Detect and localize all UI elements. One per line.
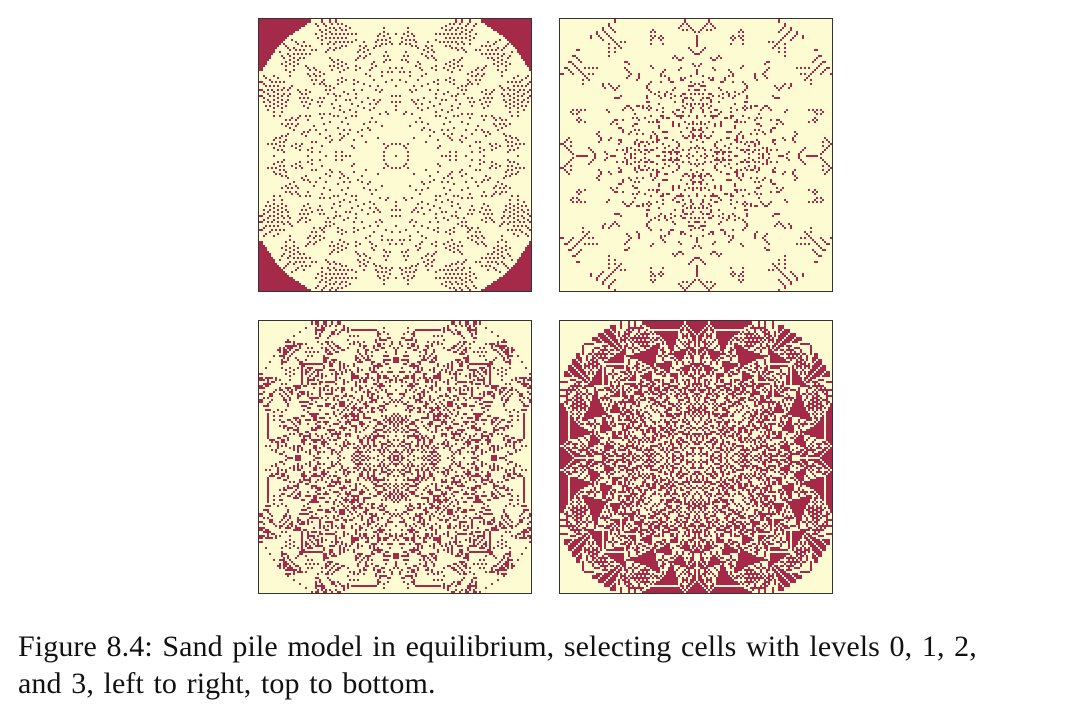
sandpile-grid-level-1 [560,19,832,291]
sandpile-panel-level-2 [258,320,532,594]
sandpile-grid-level-2 [259,321,531,593]
sandpile-panel-level-0 [258,18,532,292]
caption-line-1: Figure 8.4: Sand pile model in equilibri… [18,630,977,663]
sandpile-panel-level-1 [559,18,833,292]
sandpile-panel-level-3 [559,320,833,594]
sandpile-grid-level-0 [259,19,531,291]
sandpile-grid-level-3 [560,321,832,593]
caption-line-2: and 3, left to right, top to bottom. [18,667,436,700]
figure-caption: Figure 8.4: Sand pile model in equilibri… [18,628,1078,702]
